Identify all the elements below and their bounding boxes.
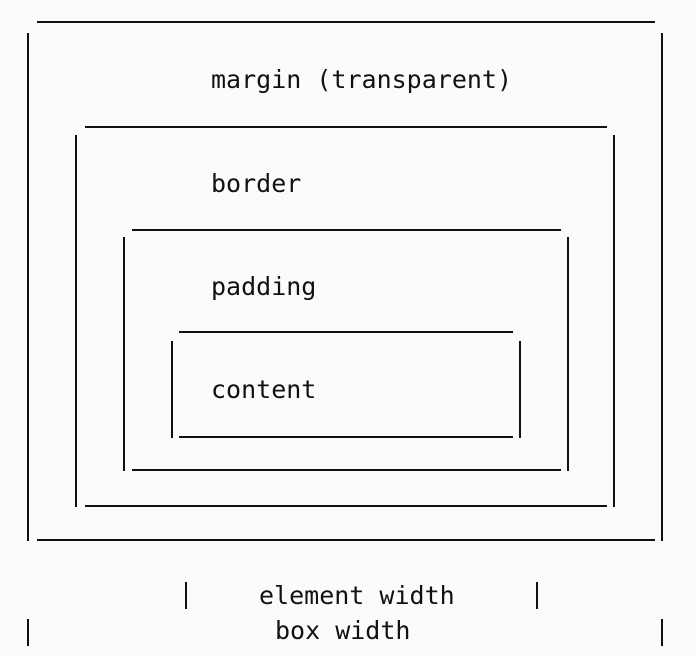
box-width-label: box width: [275, 616, 411, 645]
border-box: [75, 126, 615, 507]
border-label: border: [211, 169, 302, 198]
element-width-label: element width: [259, 581, 455, 610]
element-width-markers: [185, 582, 538, 609]
content-label: content: [211, 375, 317, 404]
padding-label: padding: [211, 272, 317, 301]
padding-box: [123, 229, 569, 471]
content-box: [171, 331, 521, 438]
box-width-markers: [27, 619, 663, 646]
margin-box: [27, 21, 663, 541]
margin-label: margin (transparent): [211, 65, 513, 94]
